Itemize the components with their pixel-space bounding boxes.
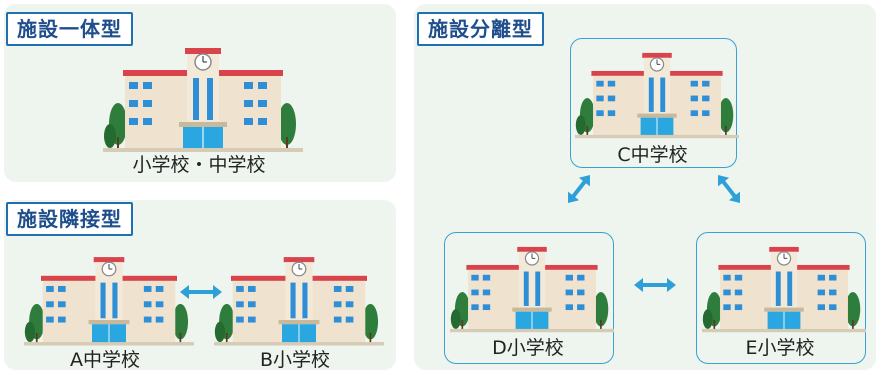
tree-icon (278, 103, 296, 149)
school-building-icon (575, 52, 739, 139)
school-d-label: D小学校 (492, 337, 564, 359)
school-b-label: B小学校 (259, 349, 331, 371)
integrated-school-label: 小学校・中学校 (132, 154, 266, 176)
tree-icon (172, 303, 189, 343)
tree-icon (593, 292, 609, 330)
tree-icon (104, 103, 127, 149)
separated-title: 施設分離型 (417, 12, 544, 46)
school-a-label: A中学校 (70, 349, 140, 371)
school-e-label: E小学校 (745, 337, 815, 359)
school-building-icon (24, 257, 194, 346)
tree-icon (702, 292, 722, 330)
tree-icon (362, 303, 379, 343)
tree-icon (575, 98, 595, 136)
integrated-title: 施設一体型 (6, 12, 133, 46)
tree-icon (214, 303, 235, 343)
tree-icon (450, 292, 470, 330)
school-building-icon (702, 246, 866, 333)
double-arrow-icon (634, 278, 676, 292)
adjacent-title: 施設隣接型 (6, 202, 133, 236)
school-building-icon (214, 257, 384, 346)
tree-icon (845, 292, 861, 330)
double-arrow-icon (180, 285, 222, 299)
tree-icon (718, 98, 734, 136)
tree-icon (24, 303, 45, 343)
double-arrow-icon (718, 175, 740, 203)
school-building-icon (450, 246, 614, 333)
double-arrow-icon (568, 175, 590, 203)
school-c-label: C中学校 (617, 144, 688, 166)
school-building-icon (103, 48, 303, 152)
